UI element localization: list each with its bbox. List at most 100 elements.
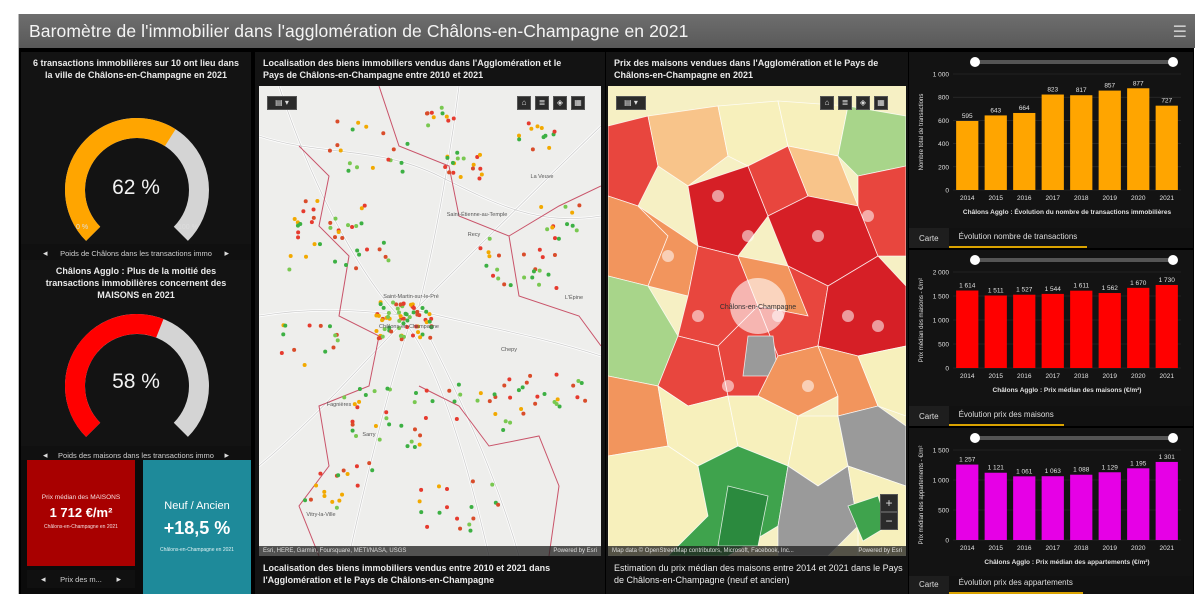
transaction-dot[interactable] <box>350 428 355 433</box>
bar[interactable] <box>956 120 979 190</box>
transaction-dot[interactable] <box>496 253 501 258</box>
transaction-dot[interactable] <box>426 123 431 128</box>
transaction-dot[interactable] <box>477 176 482 181</box>
transaction-dot[interactable] <box>409 439 414 444</box>
tab-evolution[interactable]: Évolution prix des appartements <box>948 576 1083 594</box>
price-zone[interactable] <box>837 105 906 177</box>
transaction-dot[interactable] <box>397 318 402 323</box>
transaction-dot[interactable] <box>354 266 359 271</box>
transaction-dot[interactable] <box>487 254 492 259</box>
bookmark-icon[interactable]: ⌂ <box>820 96 834 110</box>
transaction-dot[interactable] <box>336 473 341 478</box>
transaction-dot[interactable] <box>296 235 301 240</box>
transaction-dot[interactable] <box>443 165 448 170</box>
transaction-dot[interactable] <box>454 416 459 421</box>
transaction-dot[interactable] <box>451 116 456 121</box>
transaction-dot[interactable] <box>298 221 303 226</box>
transaction-dot[interactable] <box>398 302 403 307</box>
transaction-dot[interactable] <box>520 385 525 390</box>
transaction-dot[interactable] <box>398 314 403 319</box>
transaction-dot[interactable] <box>333 259 338 264</box>
transaction-dot[interactable] <box>327 148 332 153</box>
transaction-dot[interactable] <box>455 150 460 155</box>
transaction-dot[interactable] <box>479 172 484 177</box>
transaction-dot[interactable] <box>468 528 473 533</box>
tab-evolution[interactable]: Évolution prix des maisons <box>948 406 1064 426</box>
transaction-dot[interactable] <box>367 461 372 466</box>
bar[interactable] <box>1041 94 1064 190</box>
transaction-dot[interactable] <box>331 345 336 350</box>
transaction-dot[interactable] <box>424 320 429 325</box>
transaction-dot[interactable] <box>491 273 496 278</box>
transaction-dot[interactable] <box>413 390 418 395</box>
nav-next-icon[interactable]: ▸ <box>224 449 229 460</box>
transaction-dot[interactable] <box>354 464 359 469</box>
transaction-dot[interactable] <box>487 399 492 404</box>
transaction-dot[interactable] <box>531 269 536 274</box>
transaction-dot[interactable] <box>575 395 580 400</box>
bar[interactable] <box>1013 476 1036 540</box>
transaction-dot[interactable] <box>308 497 313 502</box>
transaction-dot[interactable] <box>327 324 332 329</box>
legend-icon[interactable]: ≣ <box>838 96 852 110</box>
transaction-dot[interactable] <box>411 306 416 311</box>
transaction-dot[interactable] <box>550 225 555 230</box>
transaction-dot[interactable] <box>535 124 540 129</box>
transaction-dot[interactable] <box>350 127 355 132</box>
transaction-dot[interactable] <box>292 347 297 352</box>
map-house-prices[interactable]: Châlons-en-Champagne ▤ ▾ ⌂ ≣ ◈ ▦ + − Map… <box>608 86 906 556</box>
cluster-marker[interactable] <box>862 210 874 222</box>
transaction-dot[interactable] <box>335 119 340 124</box>
transaction-dot[interactable] <box>450 160 455 165</box>
transaction-dot[interactable] <box>382 327 387 332</box>
transaction-dot[interactable] <box>292 216 297 221</box>
transaction-dot[interactable] <box>385 386 390 391</box>
transaction-dot[interactable] <box>424 309 429 314</box>
transaction-dot[interactable] <box>475 154 480 159</box>
transaction-dot[interactable] <box>508 420 513 425</box>
transaction-dot[interactable] <box>395 306 400 311</box>
transaction-dot[interactable] <box>357 399 362 404</box>
transaction-dot[interactable] <box>424 388 429 393</box>
transaction-dot[interactable] <box>418 335 423 340</box>
price-zone[interactable] <box>857 165 906 257</box>
transaction-dot[interactable] <box>429 325 434 330</box>
transaction-dot[interactable] <box>469 504 474 509</box>
transaction-dot[interactable] <box>490 482 495 487</box>
transaction-dot[interactable] <box>456 382 461 387</box>
transaction-dot[interactable] <box>526 121 531 126</box>
transaction-dot[interactable] <box>322 489 327 494</box>
transaction-dot[interactable] <box>420 332 425 337</box>
range-slider-handle[interactable] <box>1168 433 1178 443</box>
transaction-dot[interactable] <box>478 166 483 171</box>
transaction-dot[interactable] <box>302 362 307 367</box>
tab-evolution[interactable]: Évolution nombre de transactions <box>948 228 1088 248</box>
transaction-dot[interactable] <box>370 165 375 170</box>
transaction-dot[interactable] <box>296 230 301 235</box>
transaction-dot[interactable] <box>501 428 506 433</box>
transaction-dot[interactable] <box>288 254 293 259</box>
transaction-dot[interactable] <box>333 216 338 221</box>
bar[interactable] <box>956 290 979 368</box>
transaction-dot[interactable] <box>318 471 323 476</box>
transaction-dot[interactable] <box>352 402 357 407</box>
transaction-dot[interactable] <box>303 199 308 204</box>
transaction-dot[interactable] <box>471 516 476 521</box>
transaction-dot[interactable] <box>543 133 548 138</box>
transaction-dot[interactable] <box>447 388 452 393</box>
transaction-dot[interactable] <box>455 516 460 521</box>
transaction-dot[interactable] <box>304 254 309 259</box>
transaction-dot[interactable] <box>563 204 568 209</box>
range-slider-handle[interactable] <box>1168 57 1178 67</box>
bar[interactable] <box>1127 287 1150 368</box>
tab-carte[interactable]: Carte <box>909 576 949 594</box>
transaction-dot[interactable] <box>315 199 320 204</box>
bar[interactable] <box>1013 294 1036 368</box>
transaction-dot[interactable] <box>458 392 463 397</box>
transaction-dot[interactable] <box>412 427 417 432</box>
transaction-dot[interactable] <box>420 306 425 311</box>
transaction-dot[interactable] <box>399 423 404 428</box>
transaction-dot[interactable] <box>517 137 522 142</box>
transaction-dot[interactable] <box>412 444 417 449</box>
